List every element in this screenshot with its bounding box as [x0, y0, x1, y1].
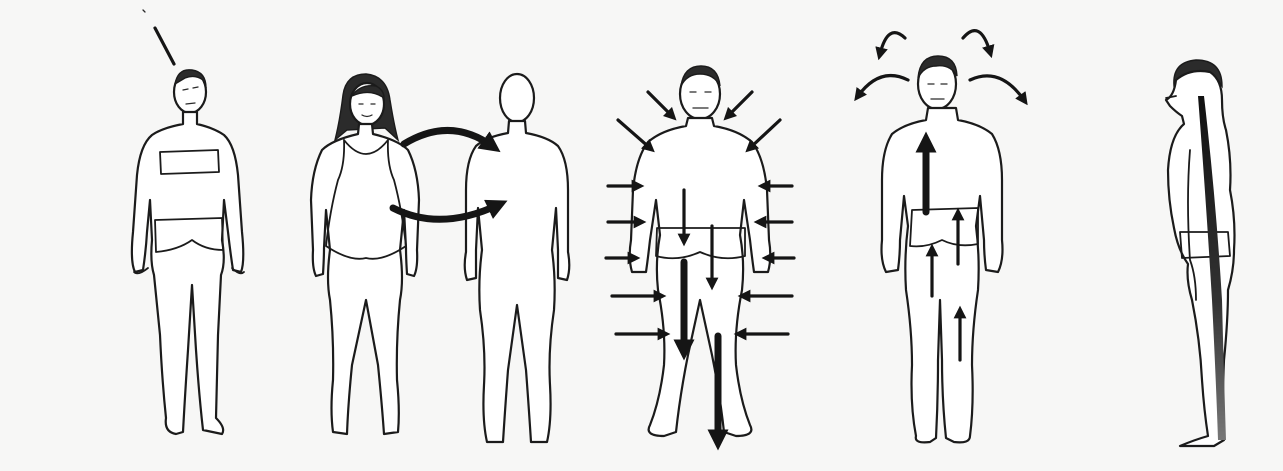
body-outline	[882, 108, 1003, 442]
dot-mark	[143, 10, 145, 12]
head-tilt-indicator-line	[155, 28, 174, 64]
compress-arrow-shoulder-right	[728, 92, 752, 116]
figure-2-woman-swimsuit	[311, 74, 419, 434]
body-outline	[465, 121, 570, 442]
figure-4-man-compressed	[606, 66, 794, 440]
figure-1-man-head-tilted	[132, 10, 244, 434]
figure-3-silhouette	[465, 74, 570, 442]
compress-arrow-upperarm-right	[750, 120, 780, 148]
body-outline	[132, 112, 243, 434]
body-outline	[311, 124, 419, 434]
figure-6-man-side-view	[1166, 60, 1235, 446]
compress-arrow-upperarm-left	[618, 120, 650, 148]
compress-arrow-shoulder-left	[648, 92, 672, 116]
body-outline	[630, 118, 771, 436]
head	[500, 74, 534, 122]
curved-arrow-mid-left	[858, 76, 908, 96]
curved-arrow-mid-right	[970, 76, 1024, 100]
figure-5-man-lifting	[858, 31, 1024, 443]
curved-arrow-top-left	[880, 33, 905, 54]
curved-arrow-top-right	[963, 31, 990, 52]
